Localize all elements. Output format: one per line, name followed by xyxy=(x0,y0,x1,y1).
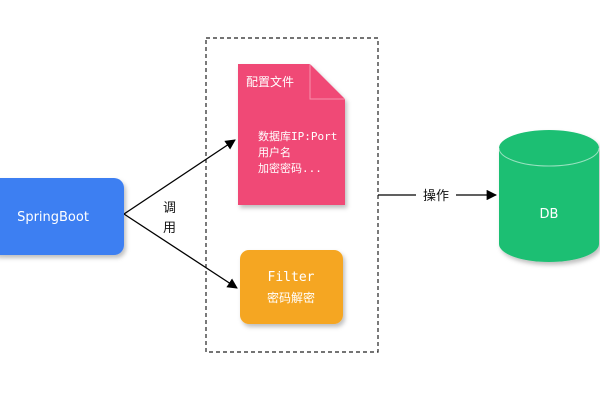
edge-call-label: 调 用 xyxy=(163,201,184,236)
db-node[interactable] xyxy=(499,130,599,262)
filter-subtitle: 密码解密 xyxy=(267,290,315,305)
config-file-detail-3: 加密密码... xyxy=(258,161,322,175)
arrow-to-filter xyxy=(123,213,238,289)
config-file-node[interactable] xyxy=(238,64,345,205)
db-top-rim xyxy=(498,147,600,167)
config-file-detail-1: 数据库IP:Port xyxy=(258,129,337,143)
springboot-label: SpringBoot xyxy=(17,210,89,225)
db-label: DB xyxy=(540,207,559,222)
filter-node[interactable] xyxy=(240,250,343,324)
edge-operate-label: 操作 xyxy=(423,188,449,204)
edge-operate: 操作 xyxy=(378,186,498,204)
folded-corner xyxy=(309,64,345,100)
arrow-to-config xyxy=(123,139,236,215)
config-file-title: 配置文件 xyxy=(246,74,294,89)
filter-title: Filter xyxy=(268,270,315,285)
springboot-node[interactable] xyxy=(0,178,124,255)
config-file-detail-2: 用户名 xyxy=(258,145,291,159)
edge-call: 调 用 xyxy=(123,139,238,289)
